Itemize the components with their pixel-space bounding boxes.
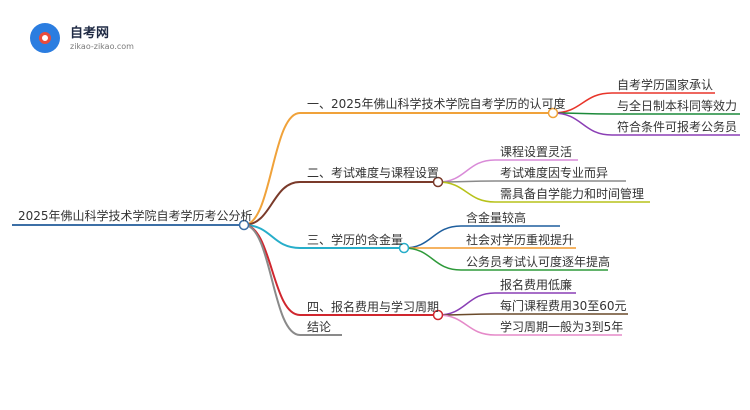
leaf-recognition-3: 符合条件可报考公务员 bbox=[617, 120, 738, 134]
leaf-fees-3: 学习周期一般为3到5年 bbox=[500, 320, 624, 334]
leaf-value-3: 公务员考试认可度逐年提高 bbox=[466, 255, 611, 269]
leaf-difficulty-2: 考试难度因专业而异 bbox=[500, 166, 609, 180]
branch-difficulty-courses: 二、考试难度与课程设置 bbox=[307, 166, 440, 180]
leaf-connector-2-0 bbox=[403, 225, 462, 249]
leaf-connector-2-2 bbox=[403, 247, 462, 271]
leaf-connector-1-0 bbox=[437, 159, 496, 183]
branch-value: 三、学历的含金量 bbox=[307, 233, 404, 247]
leaf-fees-2: 每门课程费用30至60元 bbox=[500, 299, 627, 313]
logo-title: 自考网 bbox=[70, 26, 110, 41]
branch-connector-2 bbox=[243, 224, 301, 249]
leaf-fees-1: 报名费用低廉 bbox=[500, 278, 573, 292]
root-topic: 2025年佛山科学技术学院自考学历考公分析 bbox=[18, 209, 253, 223]
logo-emblem-icon bbox=[30, 23, 60, 53]
branch-connector-3 bbox=[243, 224, 301, 316]
branch-connector-0 bbox=[243, 112, 301, 226]
leaf-connector-3-2 bbox=[437, 314, 496, 336]
site-logo[interactable]: 自考网 zikao-zikao.com bbox=[30, 20, 170, 60]
collapse-toggle-2[interactable] bbox=[398, 242, 410, 254]
collapse-toggle-3[interactable] bbox=[432, 309, 444, 321]
leaf-connector-3-0 bbox=[437, 292, 496, 316]
branch-connector-1 bbox=[243, 181, 301, 226]
branch-fees-duration: 四、报名费用与学习周期 bbox=[307, 300, 440, 314]
leaf-difficulty-3: 需具备自学能力和时间管理 bbox=[500, 187, 645, 201]
branch-conclusion: 结论 bbox=[307, 320, 332, 334]
leaf-recognition-2: 与全日制本科同等效力 bbox=[617, 99, 738, 113]
leaf-value-1: 含金量较高 bbox=[466, 211, 527, 225]
leaf-connector-0-2 bbox=[552, 112, 613, 136]
leaf-value-2: 社会对学历重视提升 bbox=[466, 233, 575, 247]
logo-subtitle: zikao-zikao.com bbox=[70, 42, 134, 51]
leaf-recognition-1: 自考学历国家承认 bbox=[617, 78, 714, 92]
collapse-toggle-0[interactable] bbox=[547, 107, 559, 119]
branch-recognition: 一、2025年佛山科学技术学院自考学历的认可度 bbox=[307, 97, 566, 111]
leaf-difficulty-1: 课程设置灵活 bbox=[500, 145, 573, 159]
collapse-toggle-root[interactable] bbox=[238, 219, 250, 231]
leaf-connector-1-2 bbox=[437, 181, 496, 203]
branch-connector-4 bbox=[243, 224, 301, 336]
collapse-toggle-1[interactable] bbox=[432, 176, 444, 188]
